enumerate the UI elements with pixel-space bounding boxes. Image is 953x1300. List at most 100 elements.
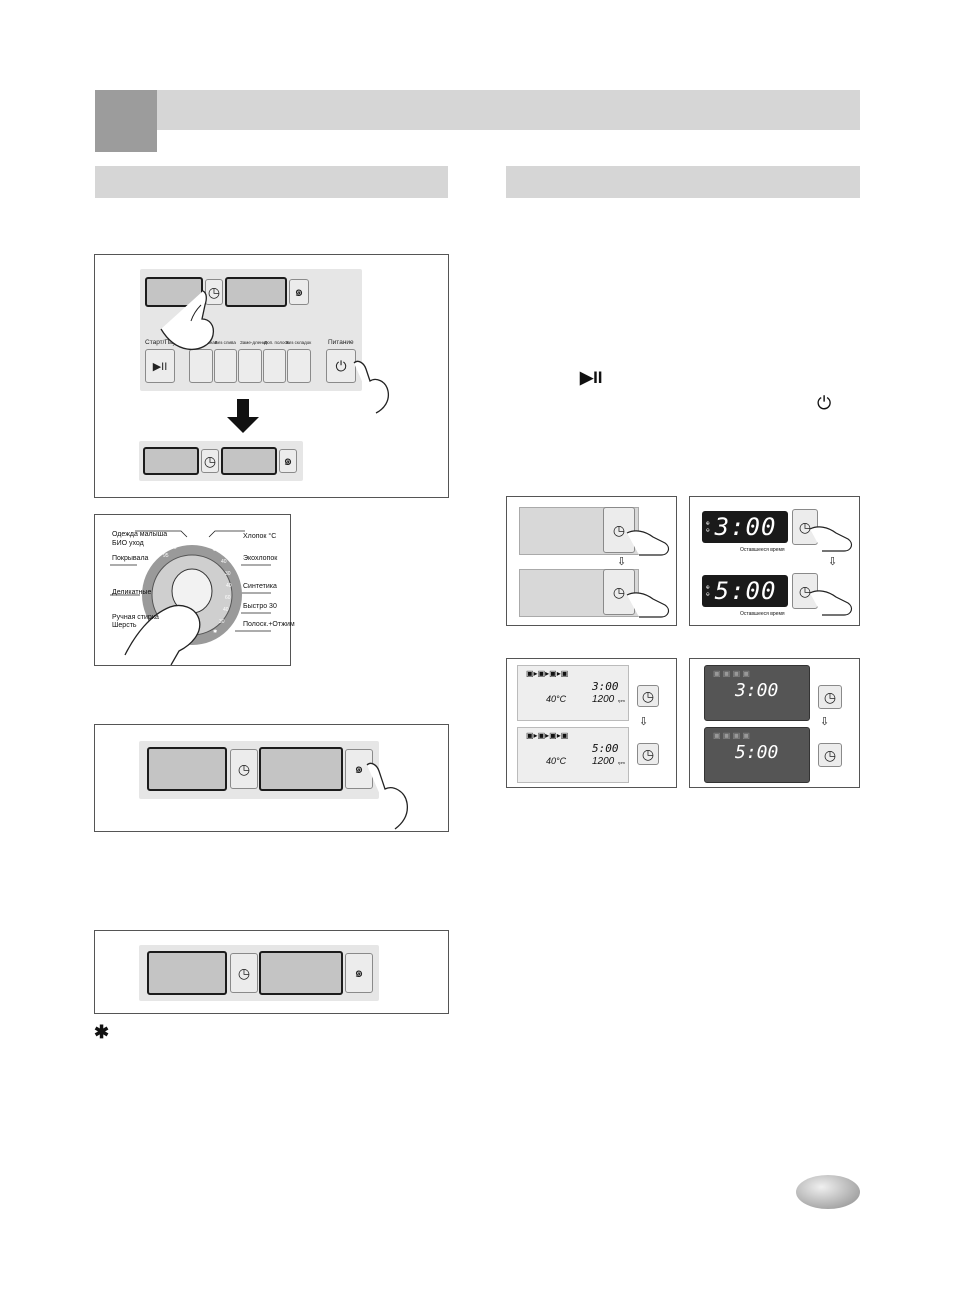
delay-button[interactable]: ◷ [818, 685, 842, 709]
display-left [143, 447, 199, 475]
lcd-time: 5:00 [592, 742, 619, 755]
delay-button[interactable]: ◷ [205, 279, 223, 305]
dial-lines [110, 530, 271, 665]
remaining-time-label: Оставшееся время [740, 547, 785, 553]
lcd-temp: 40°C [546, 756, 567, 766]
lcd-time: 3:00 [592, 680, 619, 693]
dial-temp: 30 [219, 619, 225, 625]
led-time: 5:00 [714, 577, 777, 605]
dial-label: Хлопок °C [243, 533, 277, 540]
spiral-icon: ๑ [354, 964, 364, 980]
left-section-header [95, 166, 448, 198]
display-right [225, 277, 287, 307]
dial-temp: 60 [225, 595, 231, 601]
power-label: Питание [328, 339, 354, 346]
clock-icon: ◷ [207, 283, 221, 300]
dark-display: ▣ ▣ ▣ ▣ 3:00 [704, 665, 810, 721]
power-button[interactable]: ⏻ [326, 349, 356, 383]
delay-button[interactable]: ◷ [603, 507, 635, 553]
hand-icon [353, 360, 390, 414]
clock-icon: ◷ [612, 583, 626, 600]
led-display: ⊕⊖ 5:00 [702, 575, 788, 607]
play-pause-icon: ▶II [580, 368, 603, 387]
remaining-time-label: Оставшееся время [740, 611, 785, 617]
clock-icon: ◷ [823, 688, 837, 705]
delay-button[interactable]: ◷ [603, 569, 635, 615]
dial-temp: 60 [171, 545, 177, 551]
dial-label: Деликатные [112, 589, 152, 596]
figure-delay-dark: ▣ ▣ ▣ ▣ 3:00 ◷ ⇩ ▣ ▣ ▣ ▣ 5:00 ◷ [689, 658, 860, 788]
right-section-header [506, 166, 860, 198]
dial-temp: 95 [163, 553, 169, 559]
delay-button[interactable]: ◷ [230, 749, 258, 789]
spin-button[interactable]: ๑ [345, 749, 373, 789]
lcd-display: ▣▸▣▸▣▸▣ 3:00 40°C 1200 rpm [517, 665, 629, 721]
chapter-banner [157, 90, 860, 130]
dark-time: 3:00 [735, 680, 779, 701]
clock-icon: ◷ [798, 582, 812, 599]
start-label: Старт/Пауза [145, 339, 183, 346]
dial-label: Покрывала [112, 555, 149, 562]
chapter-tab [95, 90, 157, 152]
dial-label: Быстро 30 [243, 603, 277, 610]
arrow-down-icon [227, 399, 259, 433]
lcd-temp: 40°C [546, 694, 567, 704]
power-icon: ⏻ [817, 393, 832, 413]
dial-temp: 60 [213, 547, 219, 553]
dark-cycle-icons: ▣ ▣ ▣ ▣ [713, 669, 750, 678]
hand-icon [366, 762, 409, 830]
display-right [259, 747, 343, 791]
figure-program-dial: Одежда малыша БИО уход Покрывала Деликат… [94, 514, 295, 666]
dial-temp: ✱ [213, 629, 218, 635]
option-button-3[interactable] [238, 349, 262, 383]
dial-temp: 30 [225, 571, 231, 577]
figure-control-panel: ◷ ๑ Старт/Пауза ▶II Интенсивная Без слив… [94, 254, 449, 498]
delay-button[interactable]: ◷ [201, 449, 219, 473]
start-pause-button[interactable]: ▶II [145, 349, 175, 383]
display-right [221, 447, 277, 475]
dial-temp: 40 [226, 583, 232, 589]
hand-icon [809, 526, 853, 552]
hand-icon [160, 290, 215, 351]
dark-display: ▣ ▣ ▣ ▣ 5:00 [704, 727, 810, 783]
delay-button[interactable]: ◷ [637, 685, 659, 707]
lcd-rpm-unit: rpm [618, 698, 625, 703]
clock-icon: ◷ [641, 745, 655, 762]
lcd-display: ▣▸▣▸▣▸▣ 5:00 40°C 1200 rpm [517, 727, 629, 783]
figure-spin-press: ◷ ๑ [94, 724, 449, 832]
clock-icon: ◷ [641, 687, 655, 704]
figure-delay-blank: ◷ ◷ ⇩ [506, 496, 677, 626]
play-pause-icon: ▶II [152, 360, 168, 373]
option-buttons [189, 349, 311, 383]
power-icon: ⏻ [335, 357, 347, 374]
option-button-1[interactable] [189, 349, 213, 383]
dial-temp: 40 [221, 559, 227, 565]
figure-delay-led: ⊕⊖ 3:00 ◷ Оставшееся время ⇩ ⊕⊖ 5:00 ◷ О… [689, 496, 860, 626]
dial-temp: 20 [201, 541, 207, 547]
display-right [259, 951, 343, 995]
option-button-2[interactable] [213, 349, 238, 383]
delay-button[interactable]: ◷ [637, 743, 659, 765]
led-time: 3:00 [714, 513, 777, 541]
display-left [147, 951, 227, 995]
spin-button[interactable]: ๑ [345, 953, 373, 993]
display-left [147, 747, 227, 791]
option-button-5[interactable] [287, 349, 311, 383]
dial-label: БИО уход [112, 540, 144, 547]
delay-button[interactable]: ◷ [792, 509, 818, 545]
option-label-4: Доп. полоск. [264, 340, 291, 345]
delay-button[interactable]: ◷ [230, 953, 258, 993]
delay-button[interactable]: ◷ [818, 743, 842, 767]
lcd-cycle-icons: ▣▸▣▸▣▸▣ [526, 669, 569, 678]
dial-temp: 40 [223, 607, 229, 613]
dial-temp: 40 [181, 541, 187, 547]
spiral-icon: ๑ [294, 283, 304, 299]
option-label-3: Заме-дление [240, 340, 268, 345]
spiral-icon: ๑ [283, 452, 293, 468]
option-button-4[interactable] [262, 349, 287, 383]
spin-button[interactable]: ๑ [279, 449, 297, 473]
clock-icon: ◷ [612, 521, 626, 538]
dial-label: Одежда малыша [112, 531, 168, 538]
spin-button[interactable]: ๑ [289, 279, 309, 305]
clock-icon: ◷ [237, 760, 251, 777]
